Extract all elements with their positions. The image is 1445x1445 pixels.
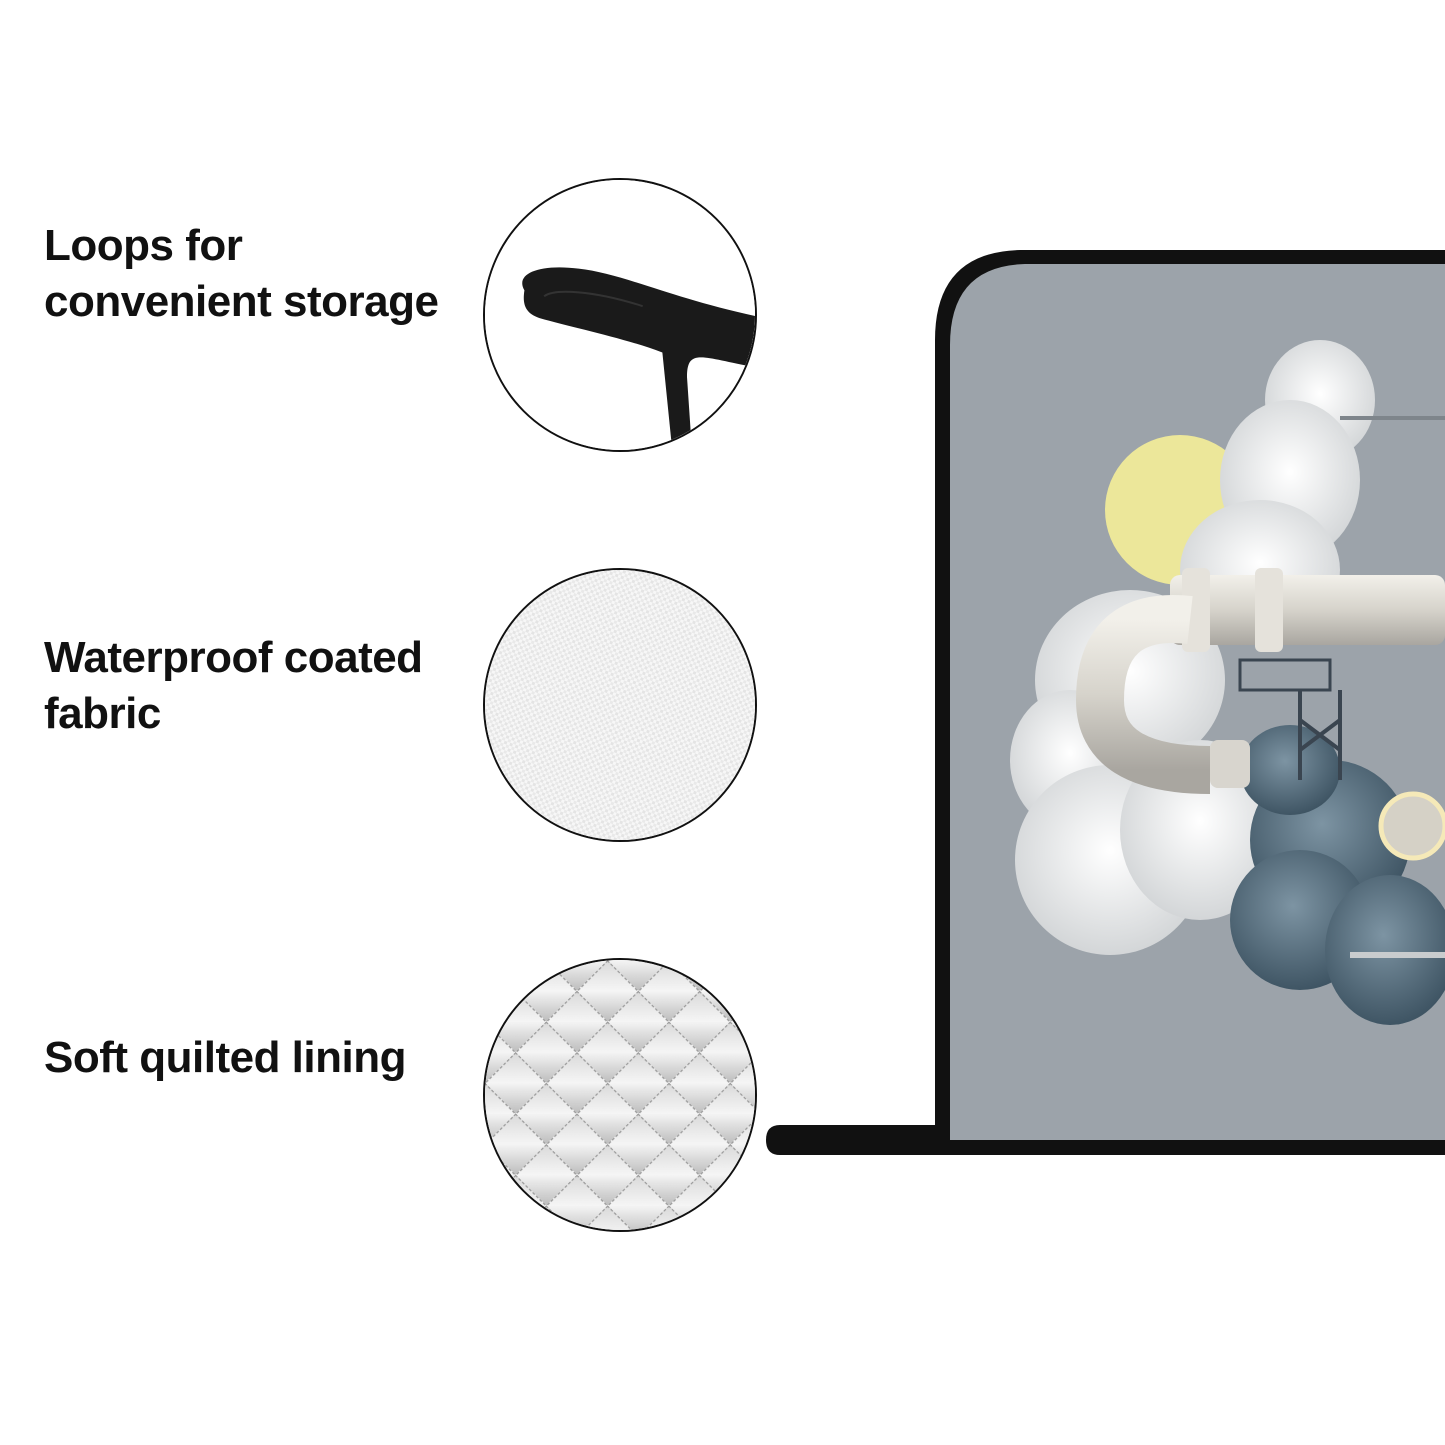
feature-waterproof-line-1: Waterproof coated [44, 633, 423, 682]
loop-icon [483, 178, 757, 452]
mitt-face [950, 264, 1445, 1140]
feature-waterproof-label: Waterproof coated fabric [44, 630, 423, 742]
feature-quilted-label: Soft quilted lining [44, 1030, 407, 1086]
feature-loops-line-1: Loops for [44, 221, 243, 270]
fabric-texture-icon [483, 568, 757, 842]
feature-quilted-line-1: Soft quilted lining [44, 1033, 407, 1082]
glowing-orb [1378, 791, 1445, 861]
pipe-structure [1075, 416, 1445, 958]
feature-loops-line-2: convenient storage [44, 277, 439, 326]
feature-loops-label: Loops for convenient storage [44, 218, 439, 330]
mitt-border [766, 250, 1445, 1155]
quilted-lining-icon [483, 958, 757, 1232]
sun-shape [1105, 435, 1255, 585]
white-cloud [1010, 340, 1375, 955]
dark-cloud [1230, 725, 1445, 1025]
feature-waterproof-line-2: fabric [44, 689, 161, 738]
